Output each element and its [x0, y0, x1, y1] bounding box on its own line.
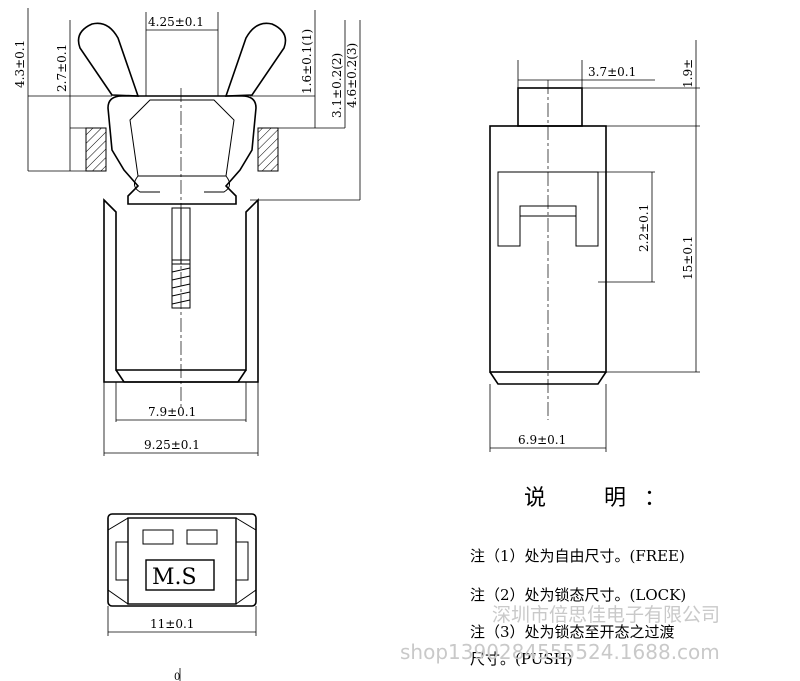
dim-front-push-height: 4.6±0.2(3)	[345, 43, 359, 108]
bottom-view	[107, 513, 257, 681]
note-push-cont: 尺寸。(PUSH)	[470, 650, 573, 668]
bottom-left-corner-chamfer	[107, 517, 129, 605]
dim-bottom-stub: 0	[174, 672, 180, 681]
note-push: 注（3）处为锁态至开态之过渡	[470, 623, 675, 641]
bottom-outer-frame	[107, 513, 257, 607]
dim-side-width: 6.9±0.1	[518, 433, 566, 447]
left-spring-wing	[77, 22, 140, 97]
ms-label: M.S	[152, 565, 197, 590]
side-view	[489, 40, 700, 452]
ms-label-box	[145, 559, 215, 591]
side-top-button	[517, 87, 583, 127]
right-hatched-plate	[257, 127, 279, 172]
bottom-window-left	[142, 529, 174, 545]
latch-inner-outline	[129, 99, 235, 177]
dim-side-top-height: 1.9±	[681, 59, 695, 88]
notes-title: 说 明：	[524, 486, 685, 511]
bottom-inner-frame	[127, 517, 237, 605]
note-lock: 注（2）处为锁态尺寸。(LOCK)	[470, 586, 687, 604]
front-view	[27, 8, 361, 456]
dim-front-left-outer-height: 4.3±0.1	[13, 40, 27, 88]
front-dimension-lines	[27, 8, 361, 456]
side-dimension-lines	[489, 40, 700, 452]
dim-front-inner-width: 7.9±0.1	[148, 405, 196, 419]
bottom-right-tab	[235, 541, 249, 581]
watermark-shop-url: shop1390284555524.1688.com	[400, 640, 720, 664]
dim-side-slot-height: 2.2±0.1	[637, 204, 651, 252]
latch-inner-hook-left	[134, 175, 160, 193]
bottom-right-corner-chamfer	[235, 517, 257, 605]
dim-bottom-width: 11±0.1	[150, 617, 194, 631]
note-free: 注（1）处为自由尺寸。(FREE)	[470, 547, 685, 565]
latch-inner-hook-right	[204, 175, 230, 193]
dim-side-top-width: 3.7±0.1	[588, 65, 636, 79]
right-spring-wing	[224, 22, 287, 97]
latch-upper-body	[107, 95, 257, 205]
bottom-dimension-lines	[107, 606, 257, 681]
dim-front-top-width: 4.25±0.1	[148, 15, 204, 29]
bottom-left-tab	[115, 541, 129, 581]
dim-front-lock-height: 3.1±0.2(2)	[330, 53, 344, 118]
dim-side-total-height: 15±0.1	[681, 236, 695, 280]
watermark-company: 深圳市倍思佳电子有限公司	[492, 604, 721, 626]
left-hatched-plate	[85, 127, 107, 172]
bottom-window-right	[186, 529, 218, 545]
dim-front-outer-width: 9.25±0.1	[144, 438, 200, 452]
dim-front-left-inner-height: 2.7±0.1	[55, 44, 69, 92]
dim-front-free-height: 1.6±0.1(1)	[300, 29, 314, 94]
